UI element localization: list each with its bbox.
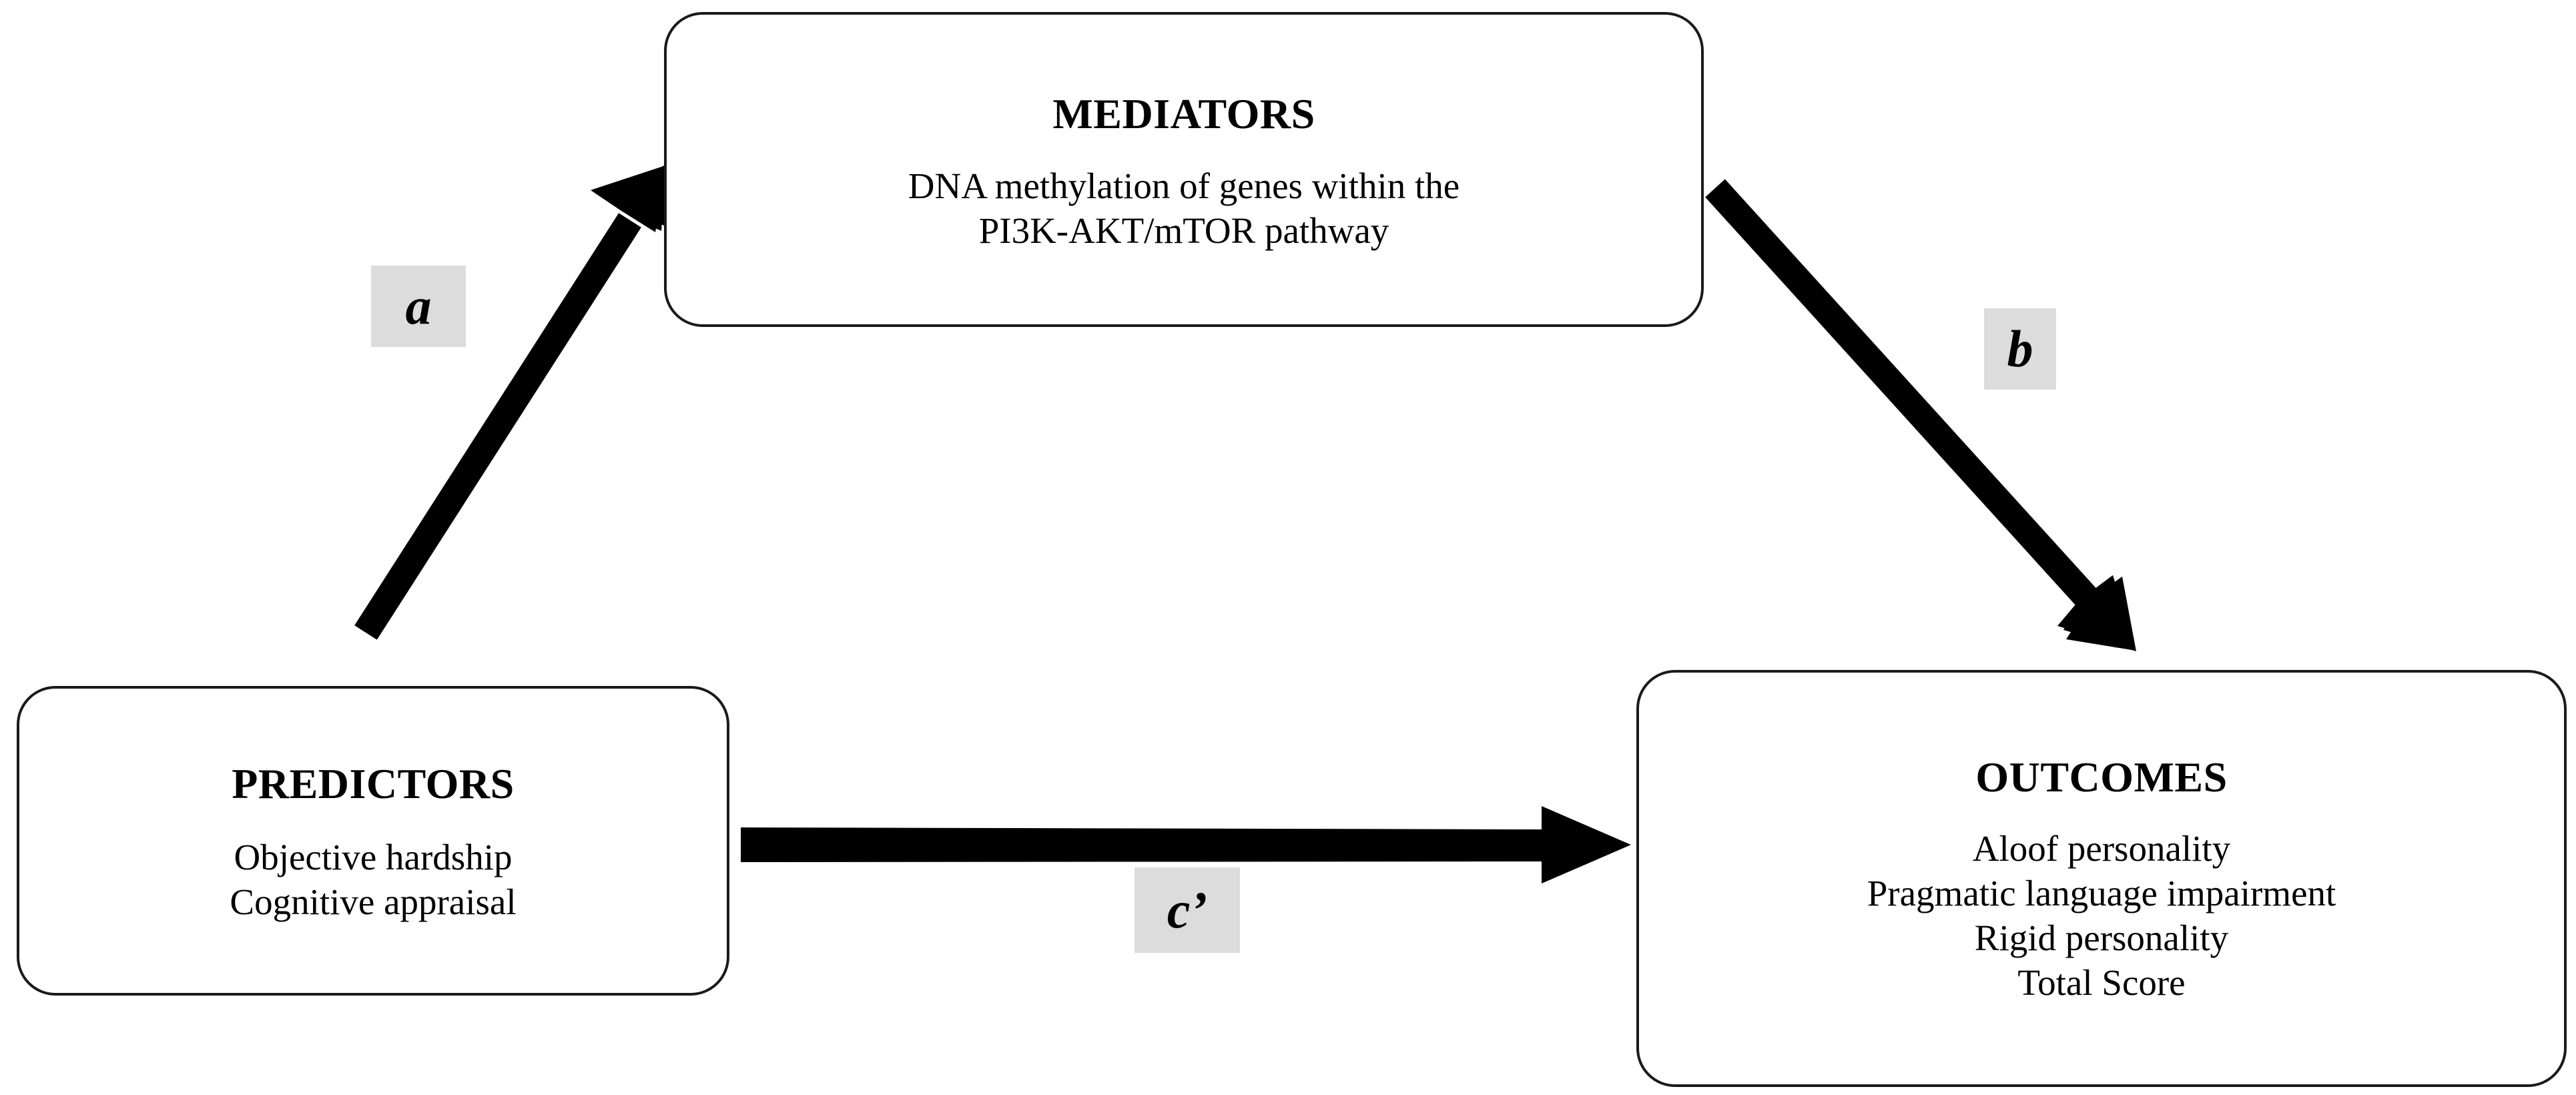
outcomes-body-line-2: Pragmatic language impairment xyxy=(1867,873,2336,914)
path-label-a: a xyxy=(371,266,466,347)
predictors-title: PREDICTORS xyxy=(232,760,515,808)
path-b-arrow xyxy=(1705,179,2136,651)
outcomes-body-line-1: Aloof personality xyxy=(1972,827,2231,869)
node-box-mediators[interactable]: MEDIATORS DNA methylation of genes withi… xyxy=(664,12,1704,327)
path-label-c-prime: c’ xyxy=(1135,867,1240,953)
node-box-outcomes[interactable]: OUTCOMES Aloof personality Pragmatic lan… xyxy=(1636,670,2567,1087)
outcomes-body-line-3: Rigid personality xyxy=(1974,918,2229,959)
path-a-arrow xyxy=(354,165,668,640)
outcomes-title: OUTCOMES xyxy=(1975,753,2228,801)
mediators-body-line-2: PI3K-AKT/mTOR pathway xyxy=(978,210,1389,251)
predictors-body-line-2: Cognitive appraisal xyxy=(230,881,517,922)
mediators-body: DNA methylation of genes within the PI3K… xyxy=(908,163,1460,253)
mediators-body-line-1: DNA methylation of genes within the xyxy=(908,165,1460,206)
path-label-b: b xyxy=(1984,308,2056,390)
predictors-body-line-1: Objective hardship xyxy=(234,836,513,877)
node-box-predictors[interactable]: PREDICTORS Objective hardship Cognitive … xyxy=(17,686,729,996)
outcomes-body-line-4: Total Score xyxy=(2017,962,2186,1004)
outcomes-body: Aloof personality Pragmatic language imp… xyxy=(1867,826,2336,1005)
mediators-title: MEDIATORS xyxy=(1052,90,1315,138)
predictors-body: Objective hardship Cognitive appraisal xyxy=(230,835,516,924)
